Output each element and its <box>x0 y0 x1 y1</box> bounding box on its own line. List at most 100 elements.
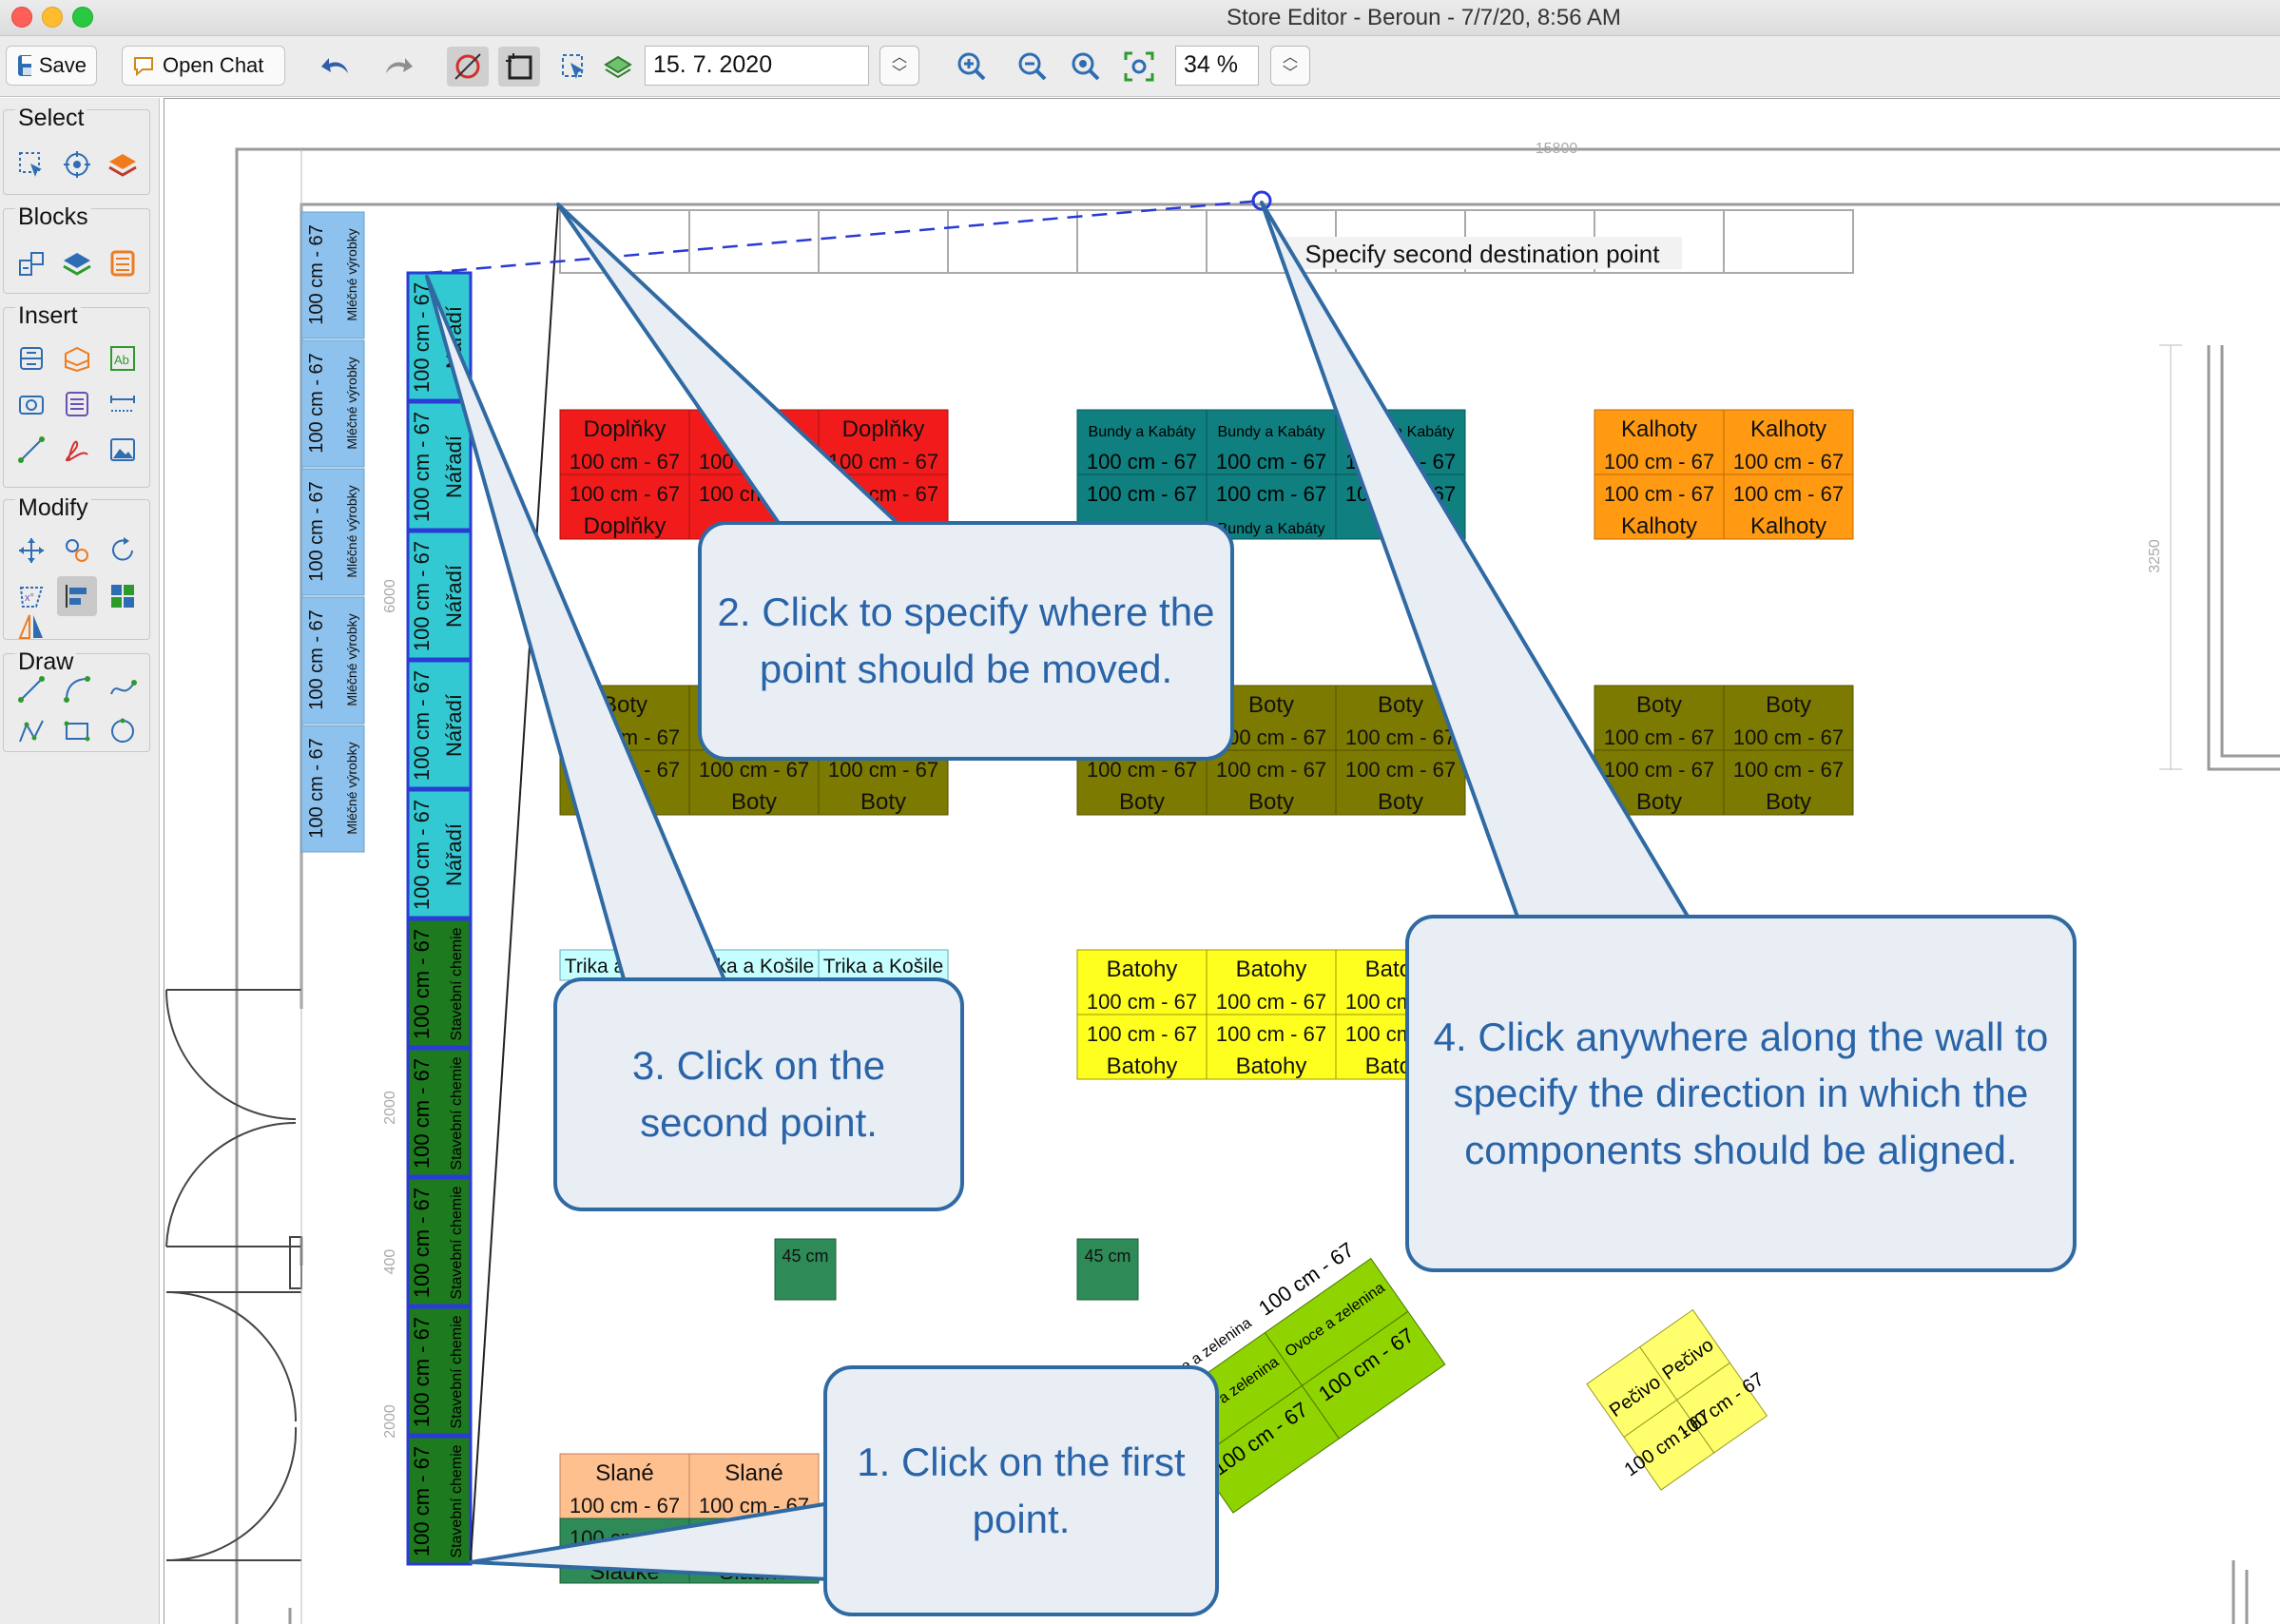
layer-select-icon <box>562 54 584 79</box>
insert-text-icon[interactable]: Ab <box>105 340 141 377</box>
select-layer-icon[interactable] <box>105 146 141 183</box>
shelf-label: 100 cm - 67 <box>1604 450 1714 474</box>
select-group: Select <box>3 105 150 195</box>
shelf-category: Mléčné výrobky <box>344 357 359 449</box>
transform-icon[interactable]: x° <box>13 578 49 614</box>
shelf-label: 100 cm - 67 <box>306 224 327 325</box>
tools-shelf <box>406 659 473 790</box>
draw-circle-icon[interactable] <box>105 713 141 749</box>
dairy-shelf <box>300 725 365 853</box>
date-stepper[interactable]: ︿﹀ <box>879 46 919 86</box>
insert-dimension-icon[interactable] <box>105 386 141 422</box>
shelf-label: 100 cm - 67 <box>410 929 434 1039</box>
undo-button[interactable] <box>318 48 356 86</box>
shelf-category: Stavební chemie <box>449 927 465 1040</box>
callout-step-2: 2. Click to specify where the point shou… <box>698 521 1234 761</box>
insert-line-icon[interactable] <box>13 432 49 468</box>
zoom-out-button[interactable] <box>1014 48 1052 86</box>
save-button[interactable]: Save <box>6 46 97 86</box>
shelf-category: Bundy a Kabáty <box>1218 424 1325 440</box>
chemicals-shelf <box>406 1435 473 1566</box>
shelf-label: 100 cm - 67 <box>1733 758 1844 782</box>
shelf-category: Boty <box>1378 789 1423 815</box>
zoom-reset-icon <box>1072 52 1100 81</box>
shelf-label: 100 cm - 67 <box>410 1188 434 1298</box>
tool-panel: Select Blocks Insert Ab Modify x° Draw <box>0 98 160 1624</box>
callout-step-1: 1. Click on the first point. <box>823 1365 1219 1616</box>
zoom-reset-button[interactable] <box>1067 48 1105 86</box>
select-area-icon[interactable] <box>13 146 49 183</box>
corner-wall <box>2232 1560 2249 1624</box>
snap-frame-toggle[interactable] <box>498 47 540 87</box>
door-frame <box>289 1236 302 1289</box>
insert-shelf-icon[interactable] <box>13 340 49 377</box>
chevron-up-icon: ︿ <box>1282 49 1298 66</box>
callout-step-3: 3. Click on the second point. <box>553 977 964 1211</box>
zoom-level-field[interactable]: 34 % <box>1175 46 1259 86</box>
zoom-fit-button[interactable] <box>1120 48 1158 86</box>
align-icon[interactable] <box>57 576 97 616</box>
rotate-icon[interactable] <box>105 532 141 569</box>
snap-angle-toggle[interactable] <box>447 47 489 87</box>
insert-image-icon[interactable] <box>105 432 141 468</box>
shelf-label: 100 cm - 67 <box>1733 450 1844 474</box>
close-window-button[interactable] <box>11 7 32 28</box>
insert-camera-icon[interactable] <box>13 386 49 422</box>
shelf-label: 100 cm - 67 <box>1216 482 1326 506</box>
move-icon[interactable] <box>13 532 49 569</box>
zoom-window-button[interactable] <box>72 7 93 28</box>
window-title: Store Editor - Beroun - 7/7/20, 8:56 AM <box>1227 5 1621 30</box>
block-fixture-icon[interactable] <box>105 245 141 281</box>
layers-button[interactable] <box>599 48 637 86</box>
zoom-stepper[interactable]: ︿﹀ <box>1270 46 1310 86</box>
save-label: Save <box>38 53 87 77</box>
shelf-category: Doplňky <box>842 416 925 442</box>
shelf-category: Kalhoty <box>1621 416 1697 442</box>
shelf-category: Doplňky <box>584 416 667 442</box>
dimension-right: 3250 <box>2147 539 2163 573</box>
shelf-label: 100 cm - 67 <box>1216 1022 1326 1046</box>
draw-rectangle-icon[interactable] <box>59 713 95 749</box>
open-chat-button[interactable]: Open Chat <box>122 46 285 86</box>
redo-button[interactable] <box>378 48 416 86</box>
modify-group-title: Modify <box>15 494 91 522</box>
fruit-shelf <box>1264 1257 1409 1386</box>
outer-wall <box>235 147 2280 1624</box>
block-layers-icon[interactable] <box>59 245 95 281</box>
chevron-down-icon: ﹀ <box>891 66 907 82</box>
shelf-label: 100 cm - 67 <box>1733 482 1844 506</box>
draw-curve-icon[interactable] <box>105 671 141 707</box>
block-shelf-icon[interactable] <box>13 245 49 281</box>
date-field[interactable]: 15. 7. 2020 <box>645 46 869 86</box>
shelf-label: 100 cm - 67 <box>410 282 434 393</box>
shelf-category: Kalhoty <box>1750 513 1826 539</box>
insert-pdf-icon[interactable] <box>59 432 95 468</box>
bakery-shelf <box>1638 1308 1731 1401</box>
copy-icon[interactable] <box>59 532 95 569</box>
insert-rack-icon[interactable] <box>59 340 95 377</box>
shelf-label: 100 cm - 67 <box>410 1317 434 1427</box>
select-target-icon[interactable] <box>59 146 95 183</box>
door-swing-bottom <box>165 1291 301 1561</box>
dimension-left: 2000 <box>382 1091 398 1125</box>
shelf-label: 100 cm - 67 <box>1216 758 1326 782</box>
shelf-category: Boty <box>731 789 777 815</box>
draw-polyline-icon[interactable] <box>13 713 49 749</box>
draw-arc-icon[interactable] <box>59 671 95 707</box>
insert-table-icon[interactable] <box>59 386 95 422</box>
shelf-category: Stavební chemie <box>449 1315 465 1428</box>
zoom-in-button[interactable] <box>953 48 991 86</box>
mirror-icon[interactable] <box>13 614 49 639</box>
minimize-window-button[interactable] <box>42 7 63 28</box>
arrange-icon[interactable] <box>105 578 141 614</box>
select-layer-button[interactable] <box>555 48 593 86</box>
zoom-out-icon <box>1018 52 1047 81</box>
tools-shelf <box>406 530 473 661</box>
small-unit-label: 45 cm <box>782 1247 828 1266</box>
shelf-label: 100 cm - 67 <box>1087 482 1197 506</box>
draw-line-icon[interactable] <box>13 671 49 707</box>
shelf-category: Nářadí <box>442 694 466 757</box>
draw-group-title: Draw <box>15 648 77 676</box>
